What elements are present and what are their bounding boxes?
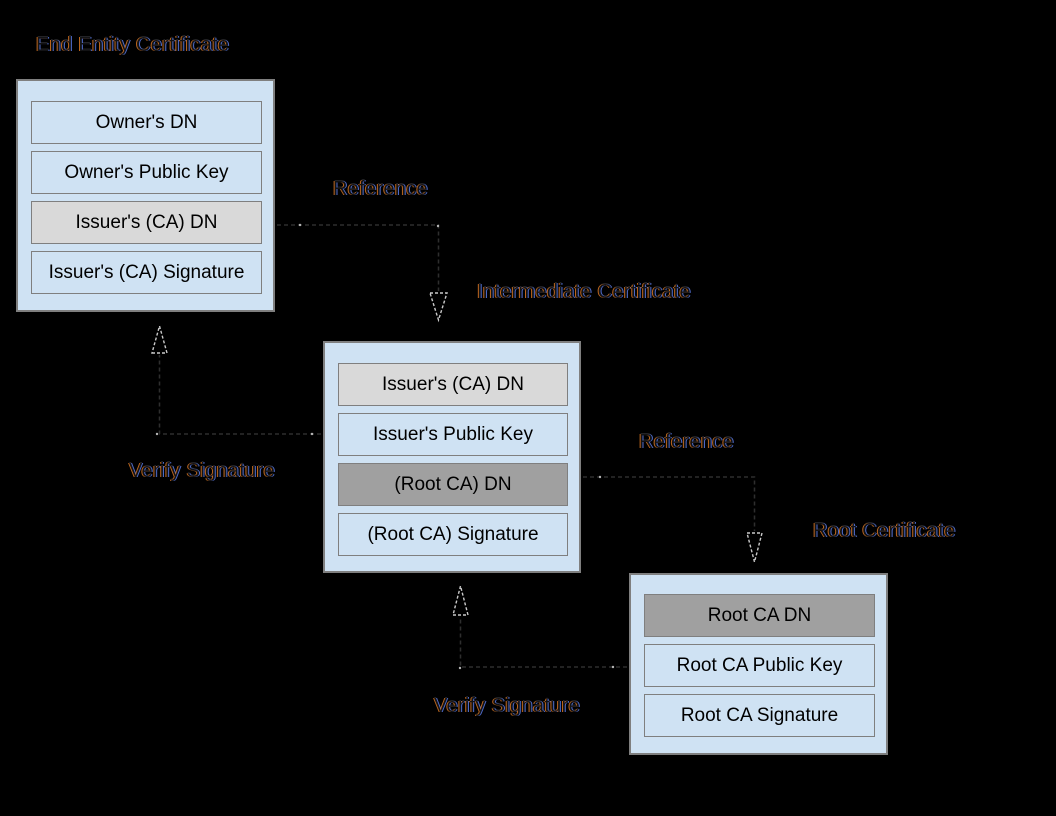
connector-dot	[458, 666, 462, 670]
reference-label-1: Reference	[333, 178, 428, 200]
arrowhead-up-icon	[151, 323, 168, 354]
connector-dot	[298, 223, 302, 227]
cert-row-owners-public-key: Owner's Public Key	[31, 151, 262, 194]
verify-connector-2	[459, 617, 627, 668]
verify-connector-1	[158, 355, 321, 435]
reference-label-2: Reference	[639, 431, 734, 453]
cert-row-root-ca-dn: (Root CA) DN	[338, 463, 568, 506]
connector-dot	[155, 432, 159, 436]
arrowhead-up-icon	[452, 583, 469, 616]
cert-row-root-ca-public-key: Root CA Public Key	[644, 644, 875, 687]
connector-dot	[611, 665, 615, 669]
cert-row-issuers-ca-dn: Issuer's (CA) DN	[338, 363, 568, 406]
intermediate-certificate-box: Issuer's (CA) DN Issuer's Public Key (Ro…	[323, 341, 581, 573]
reference-connector-1	[277, 224, 440, 291]
connector-dot	[310, 432, 314, 436]
verify-signature-label-1: Verify Signature	[129, 460, 275, 482]
end-entity-certificate-title: End Entity Certificate	[36, 34, 230, 56]
cert-row-root-ca-signature: (Root CA) Signature	[338, 513, 568, 556]
cert-row-issuers-ca-dn: Issuer's (CA) DN	[31, 201, 262, 244]
cert-row-root-ca-dn: Root CA DN	[644, 594, 875, 637]
cert-row-owners-dn: Owner's DN	[31, 101, 262, 144]
verify-signature-label-2: Verify Signature	[434, 695, 580, 717]
root-certificate-box: Root CA DN Root CA Public Key Root CA Si…	[629, 573, 888, 755]
root-certificate-title: Root Certificate	[813, 520, 956, 542]
end-entity-certificate-box: Owner's DN Owner's Public Key Issuer's (…	[16, 79, 275, 312]
connector-dot	[598, 475, 602, 479]
cert-row-issuers-public-key: Issuer's Public Key	[338, 413, 568, 456]
cert-row-issuers-ca-signature: Issuer's (CA) Signature	[31, 251, 262, 294]
cert-row-root-ca-signature: Root CA Signature	[644, 694, 875, 737]
arrowhead-down-icon	[746, 532, 763, 565]
arrowhead-down-icon	[429, 292, 448, 323]
intermediate-certificate-title: Intermediate Certificate	[477, 281, 691, 303]
connector-dot	[436, 224, 440, 228]
reference-connector-2	[583, 476, 756, 531]
